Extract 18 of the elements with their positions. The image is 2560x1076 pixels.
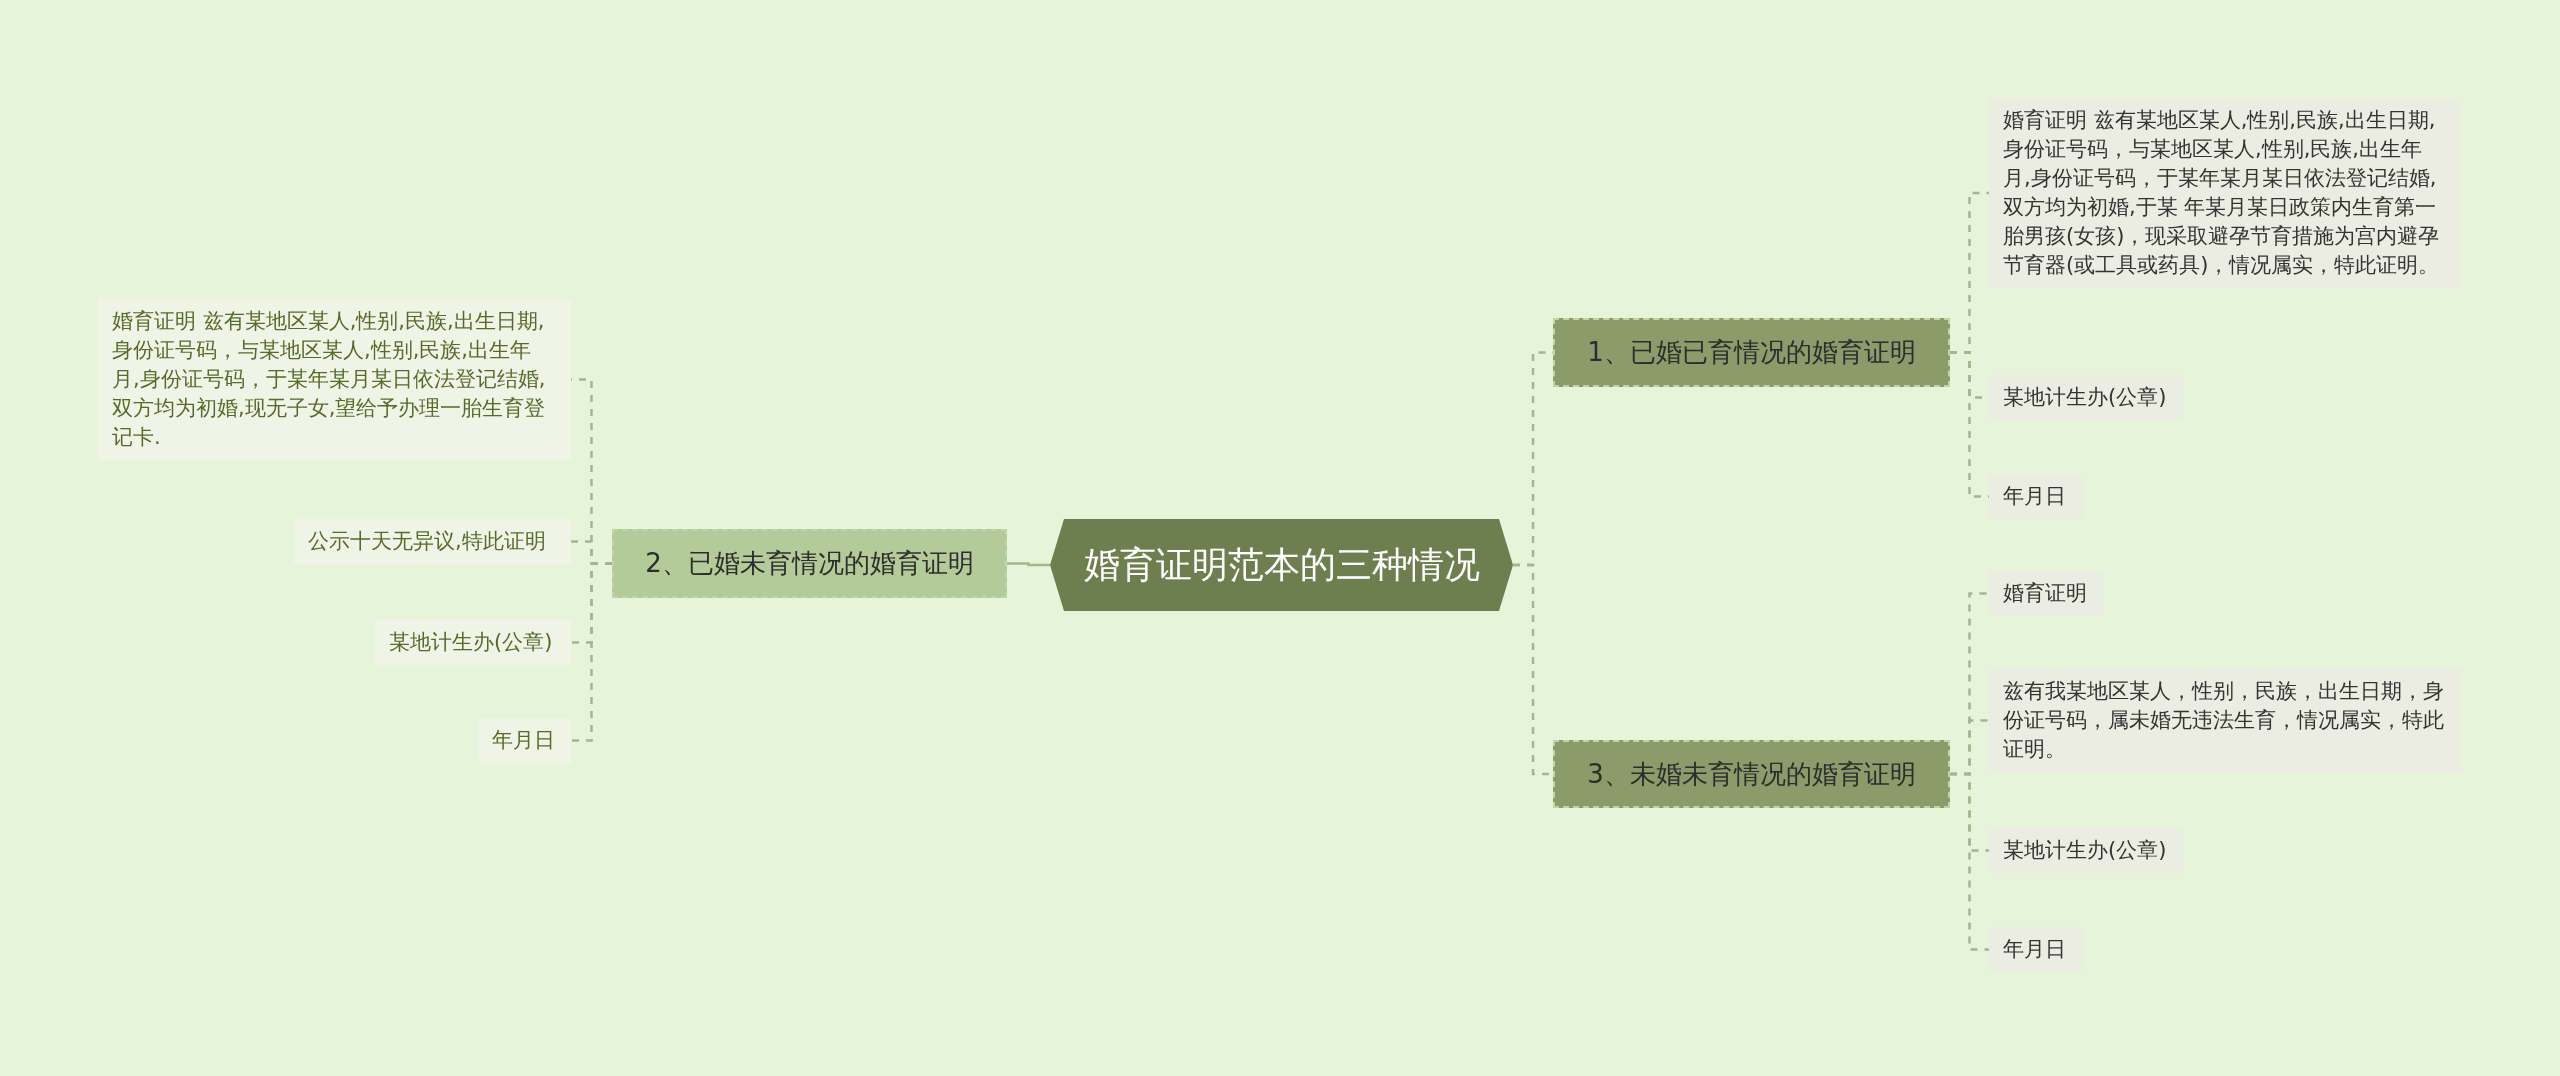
text-card: 公示十天无异议,特此证明 <box>294 519 571 564</box>
text-card: 年月日 <box>1989 927 2082 972</box>
central-topic: 婚育证明范本的三种情况 <box>1050 519 1513 611</box>
text-card: 某地计生办(公章) <box>1989 828 2183 873</box>
branch-topic: 3、未婚未育情况的婚育证明 <box>1553 740 1950 808</box>
connector-line <box>1007 562 1050 567</box>
connector-line <box>1950 772 1989 951</box>
connector-line <box>571 562 612 742</box>
text-card: 某地计生办(公章) <box>1989 375 2183 420</box>
text-card: 年月日 <box>1989 474 2082 519</box>
text-card: 兹有我某地区某人，性别，民族，出生日期，身份证号码，属未婚无违法生育，情况属实，特此证明。 <box>1989 669 2462 772</box>
text-card: 婚育证明 兹有某地区某人,性别,民族,出生日期,身份证号码，与某地区某人,性别,民族,出生年月,身份证号码，于某年某月某日依法登记结婚,双方均为初婚,于某 年某月某日政策内生育第一胎男孩(女孩)，现采取避孕节育措施为宫内避孕节育器(或工具或药具)，情况属实，特此证明。 <box>1989 98 2462 288</box>
branch-topic: 2、已婚未育情况的婚育证明 <box>612 529 1007 598</box>
text-card: 某地计生办(公章) <box>375 620 571 665</box>
text-card: 年月日 <box>478 718 571 763</box>
text-card: 婚育证明 兹有某地区某人,性别,民族,出生日期,身份证号码，与某地区某人,性别,民族,出生年月,身份证号码，于某年某月某日依法登记结婚,双方均为初婚,现无子女,望给予办理一胎生育登记卡. <box>98 299 571 460</box>
branch-topic: 1、已婚已育情况的婚育证明 <box>1553 318 1950 387</box>
text-card: 婚育证明 <box>1989 571 2103 616</box>
